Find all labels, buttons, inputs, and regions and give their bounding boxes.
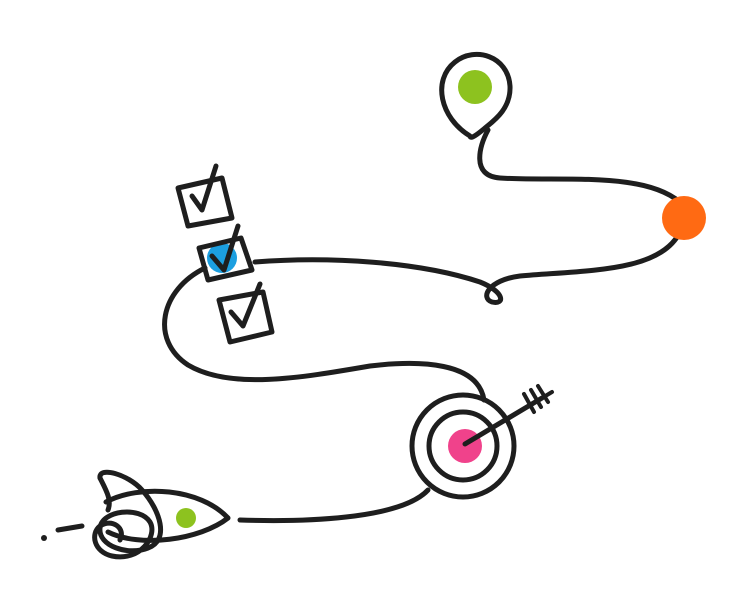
rocket-exhaust bbox=[55, 523, 85, 533]
checklist-item-2 bbox=[196, 223, 255, 283]
milestone-dot-orange bbox=[662, 196, 706, 240]
rocket-window bbox=[176, 508, 196, 528]
checklist bbox=[175, 163, 275, 345]
target-icon bbox=[409, 384, 554, 500]
checkmark-icon bbox=[228, 281, 263, 329]
checkmark-icon bbox=[209, 223, 241, 273]
pin-dot bbox=[458, 70, 492, 104]
checkmark-icon bbox=[189, 163, 219, 213]
rocket-exhaust-dot bbox=[41, 535, 47, 541]
location-pin-icon bbox=[439, 51, 513, 140]
journey-path bbox=[162, 127, 687, 524]
rocket-icon bbox=[41, 469, 231, 560]
arrow-icon bbox=[462, 384, 554, 447]
checklist-item-1 bbox=[175, 163, 235, 229]
checklist-item-3 bbox=[216, 281, 275, 345]
